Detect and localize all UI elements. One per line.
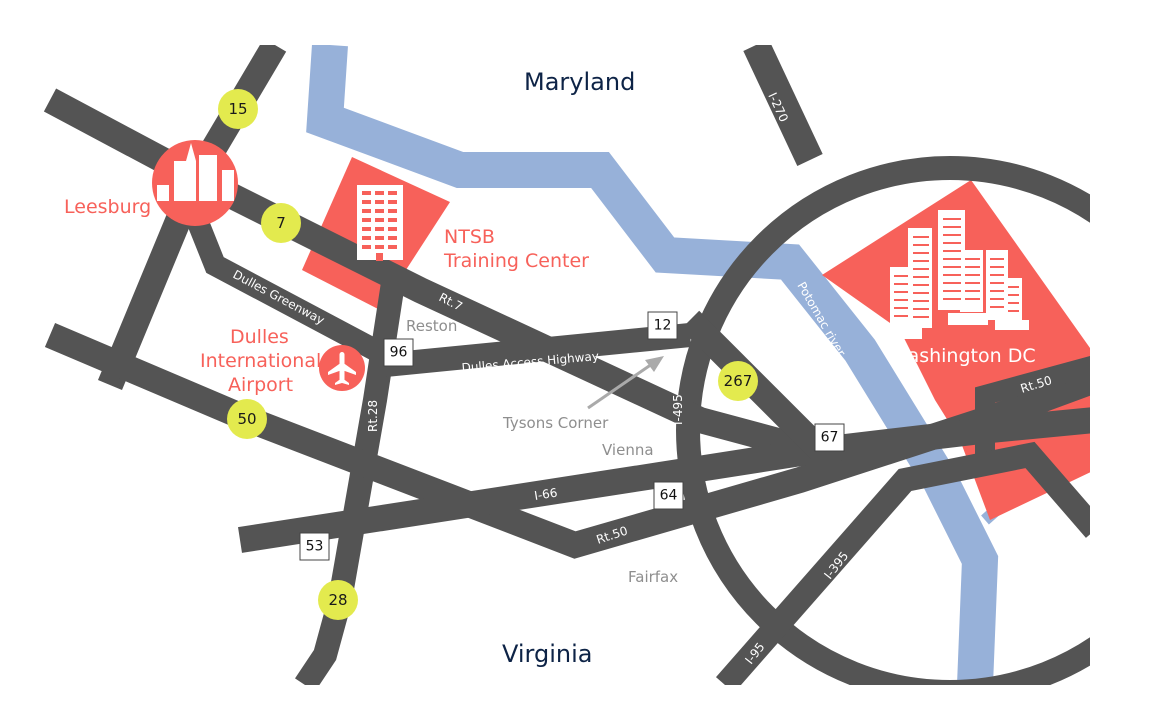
svg-text:96: 96 <box>390 345 408 361</box>
town-label-fairfax: Fairfax <box>628 568 678 586</box>
svg-text:15: 15 <box>228 100 247 118</box>
route-50-dc <box>975 355 1090 470</box>
svg-text:53: 53 <box>306 539 324 555</box>
poi-label-airport-line1: Dulles <box>230 326 289 348</box>
i-270 <box>743 45 823 166</box>
svg-text:64: 64 <box>660 488 678 504</box>
poi-label-washington-dc: Washington DC <box>890 345 1036 367</box>
poi-label-leesburg: Leesburg <box>64 196 151 218</box>
city-icon <box>157 143 234 201</box>
exit-box-12[interactable]: 12 <box>647 311 678 340</box>
i-395 <box>715 441 1090 685</box>
town-label-reston: Reston <box>406 317 457 335</box>
exit-box-67[interactable]: 67 <box>814 423 845 452</box>
poi-label-ntsb-line1: NTSB <box>444 226 495 248</box>
label-i-95-north: I-95 <box>932 145 955 159</box>
svg-text:67: 67 <box>821 430 839 446</box>
exit-box-96[interactable]: 96 <box>383 338 414 367</box>
exit-box-64[interactable]: 64 <box>653 481 684 510</box>
airplane-icon <box>328 352 356 385</box>
route-shield-7[interactable]: 7 <box>261 203 301 243</box>
poi-label-airport-line2: International <box>200 350 321 372</box>
svg-text:50: 50 <box>237 410 256 428</box>
airport-marker[interactable] <box>319 345 365 391</box>
route-50 <box>44 323 1090 559</box>
office-building-icon <box>357 185 403 261</box>
svg-text:7: 7 <box>276 214 286 232</box>
leesburg-marker[interactable] <box>152 140 238 226</box>
poi-label-ntsb-line2: Training Center <box>443 250 589 272</box>
tysons-pointer-arrow-icon <box>587 356 664 410</box>
svg-text:12: 12 <box>654 318 672 334</box>
town-label-tysons-corner: Tysons Corner <box>502 414 609 432</box>
potomac-river-north <box>306 45 999 685</box>
label-dulles-greenway: Dulles Greenway <box>231 267 327 327</box>
route-shield-15[interactable]: 15 <box>218 89 258 129</box>
state-label-maryland: Maryland <box>524 68 635 96</box>
beltway-ring <box>676 156 1090 685</box>
dulles-access-highway <box>383 323 692 377</box>
route-shield-50[interactable]: 50 <box>227 399 267 439</box>
route-7 <box>43 88 834 468</box>
state-label-virginia: Virginia <box>502 640 593 668</box>
label-rt28: Rt.28 <box>366 400 380 432</box>
poi-label-airport-line3: Airport <box>228 374 293 396</box>
label-i-495: I-495 <box>671 394 685 425</box>
dulles-greenway <box>184 210 381 360</box>
skyscrapers-icon <box>880 210 1029 339</box>
town-label-vienna: Vienna <box>602 441 654 459</box>
exit-box-53[interactable]: 53 <box>299 532 330 561</box>
svg-text:28: 28 <box>328 591 347 609</box>
label-i-66: I-66 <box>533 486 558 503</box>
route-shield-28[interactable]: 28 <box>318 580 358 620</box>
route-shield-267[interactable]: 267 <box>718 361 758 401</box>
svg-text:267: 267 <box>724 372 753 390</box>
